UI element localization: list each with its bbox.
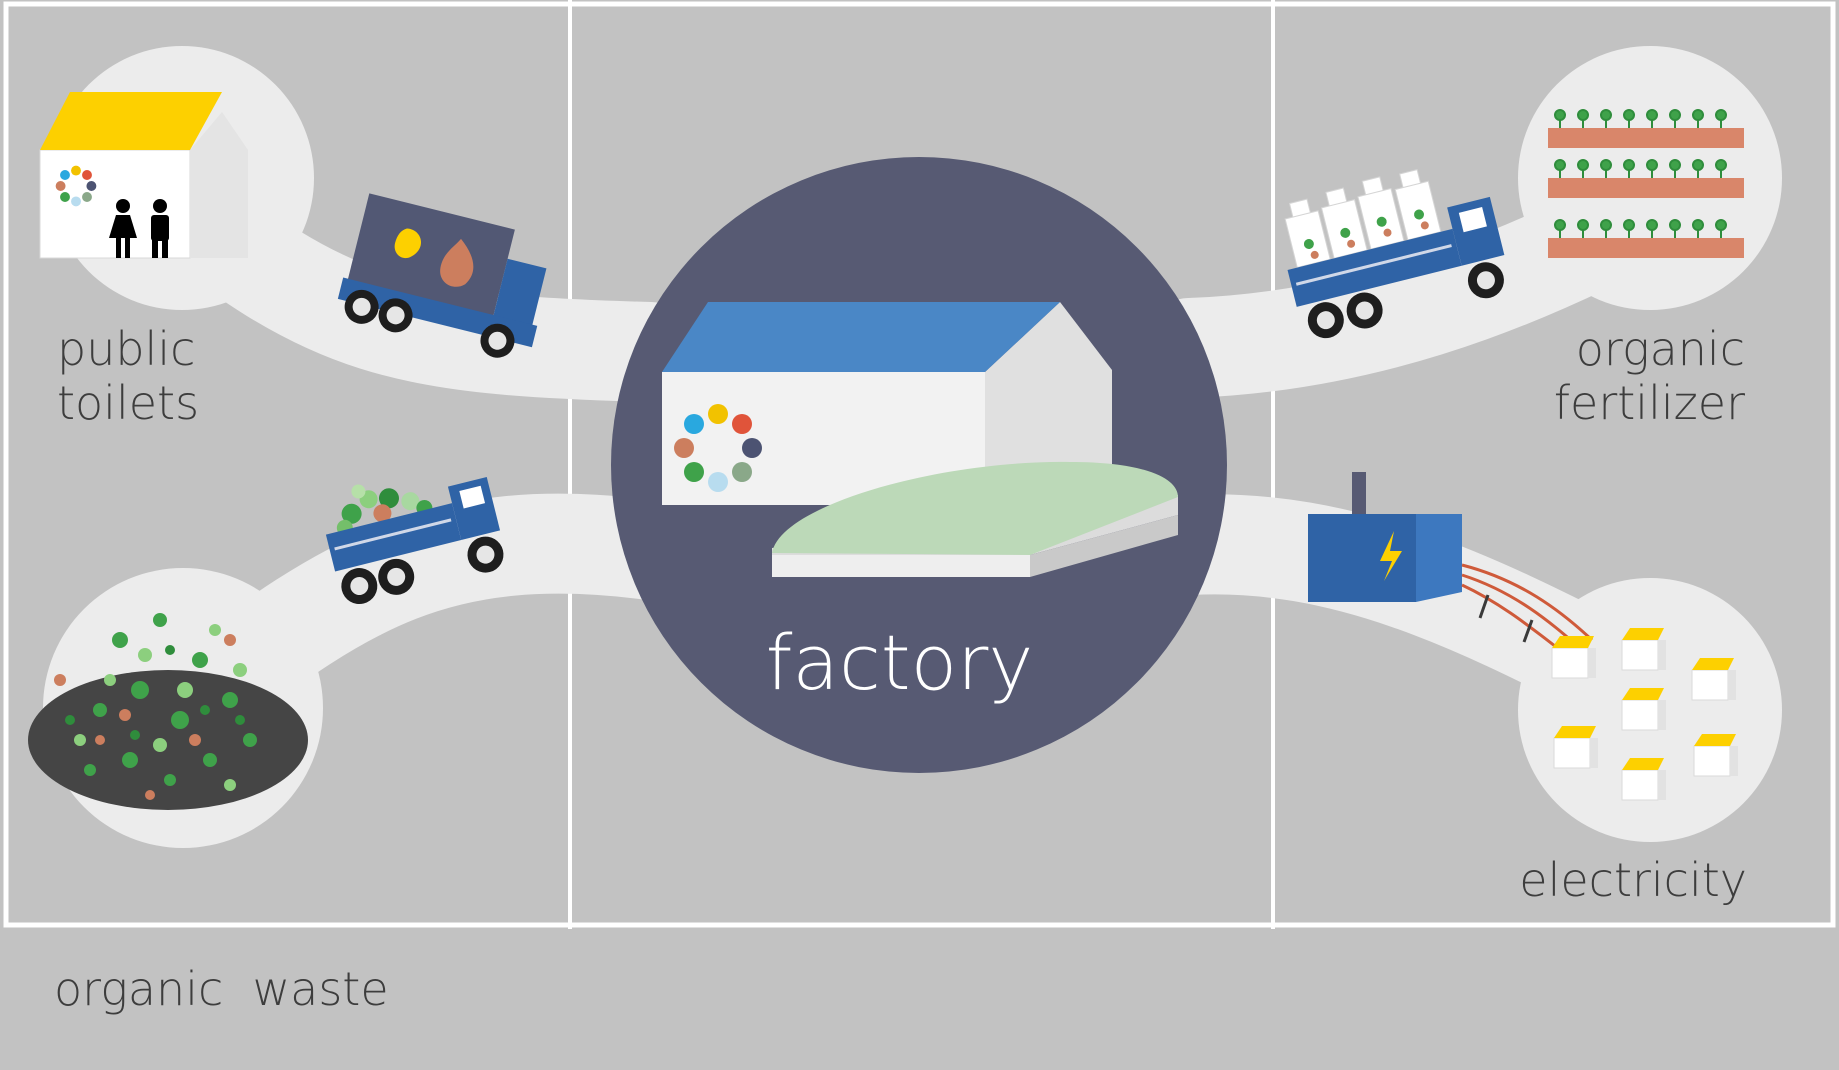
- factory-label: factory: [0, 618, 1839, 708]
- label-line: toilets: [57, 376, 200, 431]
- label-line: organic waste: [54, 961, 389, 1016]
- crop-row: [1548, 159, 1744, 198]
- sewage-truck-icon: [337, 193, 547, 358]
- house: [1551, 636, 1596, 679]
- house: [1693, 734, 1738, 777]
- fertilizer-truck-icon: [1284, 169, 1505, 339]
- waste-truck-icon: [325, 476, 504, 605]
- factory-label-text: factory: [765, 618, 1034, 707]
- organic-fertilizer-label: organic fertilizer: [1554, 322, 1745, 431]
- public-toilet-building-icon: [39, 92, 248, 259]
- label-line: electricity: [1519, 853, 1747, 907]
- house: [1621, 688, 1666, 731]
- frame: [3, 1, 1836, 928]
- truck-wheels: [1307, 262, 1504, 339]
- crop-beds-icon: [1548, 109, 1744, 258]
- label-line: public: [57, 322, 196, 376]
- man-icon: [151, 199, 169, 258]
- organic-waste-label: organic waste: [54, 853, 389, 1070]
- logo-flower-icon: [674, 404, 762, 492]
- process-diagram: public toilets organic waste organic fer…: [0, 0, 1839, 1016]
- lightning-icon: [1380, 531, 1402, 581]
- factory-building-icon: [662, 302, 1112, 505]
- house: [1691, 658, 1736, 701]
- crop-row: [1548, 219, 1744, 258]
- woman-icon: [109, 199, 137, 258]
- diagram-canvas: [3, 0, 1836, 929]
- organic-waste-pile-icon: [28, 613, 308, 810]
- electricity-label: electricity: [1519, 853, 1747, 907]
- label-line: fertilizer: [1553, 376, 1745, 431]
- houses-icon: [1551, 628, 1738, 801]
- truck-wheels: [341, 536, 504, 605]
- label-line: organic: [1575, 322, 1745, 376]
- house: [1621, 628, 1666, 671]
- logo-flower-icon: [55, 165, 97, 207]
- public-toilets-label: public toilets: [57, 322, 199, 431]
- crop-row: [1548, 109, 1744, 148]
- biogas-digester-icon: [772, 461, 1178, 577]
- truck-wheels: [344, 289, 515, 358]
- fertilizer-bottles: [1284, 169, 1442, 269]
- house: [1621, 758, 1666, 801]
- generator-icon: [1308, 472, 1462, 602]
- house: [1553, 726, 1598, 769]
- power-poles: [1478, 594, 1534, 643]
